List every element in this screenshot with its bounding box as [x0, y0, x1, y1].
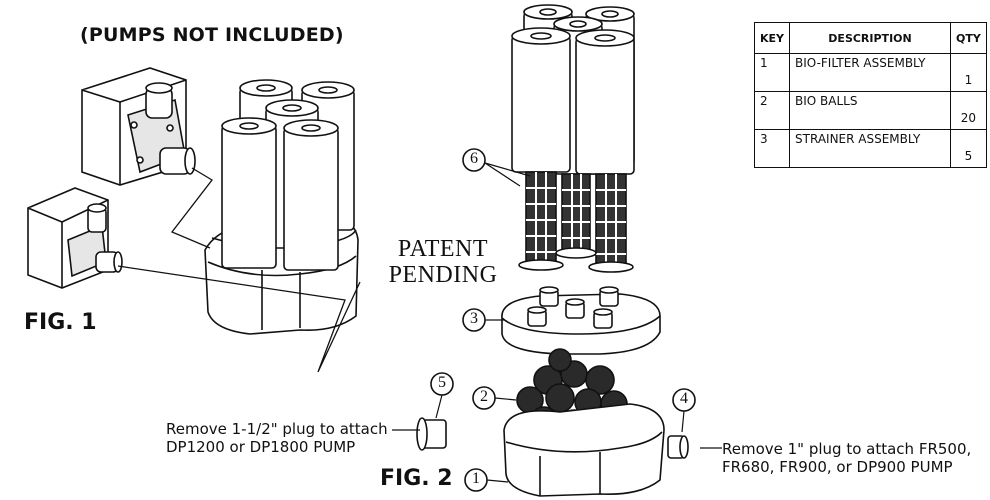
header-description: DESCRIPTION [789, 22, 952, 54]
key-6-circle [462, 148, 486, 172]
row-key: 1 [753, 53, 791, 92]
strainers [525, 171, 627, 267]
fig-2-label: FIG. 2 [380, 466, 453, 491]
row-qty: 20 [950, 91, 987, 130]
parts-table: KEY DESCRIPTION QTY 1 BIO-FILTER ASSEMBL… [753, 22, 987, 168]
small-pump [27, 187, 123, 289]
strainer-assembly-plate [501, 286, 661, 355]
table-row: 1 BIO-FILTER ASSEMBLY 1 [753, 53, 987, 92]
filter-base [503, 403, 665, 497]
key-marker-3: 3 [470, 310, 478, 327]
large-pump [81, 67, 196, 186]
table-row: 2 BIO BALLS 20 [753, 91, 987, 130]
table-row: 3 STRAINER ASSEMBLY 5 [753, 129, 987, 168]
callout-right-line-1: Remove 1" plug to attach FR500, [722, 440, 972, 458]
callout-right: Remove 1" plug to attach FR500, FR680, F… [722, 440, 986, 476]
header-qty: QTY [950, 22, 987, 54]
fig-1-label: FIG. 1 [24, 310, 97, 335]
callout-right-line-2: FR680, FR900, or DP900 PUMP [722, 458, 953, 476]
plug-1-1-2-inch [416, 417, 447, 451]
plug-1-inch [667, 435, 689, 459]
patent-line-1: PATENT [397, 236, 489, 262]
key-marker-1: 1 [472, 470, 480, 487]
parts-table-header: KEY DESCRIPTION QTY [753, 22, 987, 54]
key-marker-4: 4 [680, 390, 688, 407]
row-key: 2 [753, 91, 791, 130]
bio-filter-cartridges [511, 4, 635, 175]
row-qty: 1 [950, 53, 987, 92]
key-marker-5: 5 [438, 374, 446, 391]
assembled-filter [204, 79, 359, 335]
row-description: BIO-FILTER ASSEMBLY [789, 53, 952, 92]
callout-left-line-2: DP1200 or DP1800 PUMP [166, 438, 356, 456]
patent-line-2: PENDING [388, 262, 498, 288]
header-key: KEY [753, 22, 791, 54]
row-description: BIO BALLS [789, 91, 952, 130]
callout-left-line-1: Remove 1-1/2" plug to attach [166, 420, 388, 438]
pumps-not-included-note: (PUMPS NOT INCLUDED) [80, 24, 344, 46]
key-marker-6: 6 [470, 150, 478, 167]
row-qty: 5 [950, 129, 987, 168]
patent-pending: PATENT PENDING [378, 236, 508, 288]
row-key: 3 [753, 129, 791, 168]
row-description: STRAINER ASSEMBLY [789, 129, 952, 168]
callout-left: Remove 1-1/2" plug to attach DP1200 or D… [166, 420, 396, 456]
key-marker-2: 2 [480, 388, 488, 405]
